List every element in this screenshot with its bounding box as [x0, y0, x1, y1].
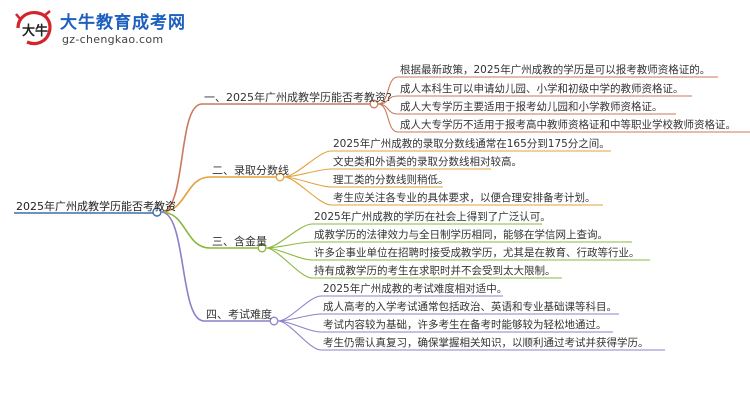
leaf-3-2: 成教学历的法律效力与全日制学历相同，能够在学信网上查询。 — [314, 229, 608, 241]
leaf-3-4: 持有成教学历的考生在求职时并不会受到太大限制。 — [314, 265, 556, 277]
leaf-1-4: 成人大专学历不适用于报考高中教师资格证和中等职业学校教师资格证。 — [400, 119, 736, 131]
branch-2-node-dot — [275, 172, 285, 182]
branch-4-node-dot — [269, 316, 279, 326]
leaf-4-3: 考试内容较为基础，许多考生在备考时能够较为轻松地通过。 — [323, 319, 607, 331]
branch-3-label: 三、含金量 — [212, 235, 267, 248]
connector-branch-1-leaf-1 — [377, 76, 399, 105]
connector-branch-1-leaf-3 — [377, 103, 399, 115]
connector-branch-3-leaf-1 — [265, 223, 313, 249]
branch-1-node-dot — [369, 99, 379, 109]
connector-root-branch-3 — [160, 211, 211, 249]
root-node-label: 2025年广州成教学历能否考教资 — [16, 200, 176, 213]
leaf-3-3: 许多企事业单位在招聘时接受成教学历，尤其是在教育、行政等行业。 — [314, 247, 640, 259]
connector-branch-3-leaf-4 — [265, 247, 313, 279]
branch-4-label: 四、考试难度 — [206, 308, 272, 321]
leaf-1-3: 成人大专学历主要适用于报考幼儿园和小学教师资格证。 — [400, 101, 663, 113]
site-logo[interactable]: 大牛 大牛教育成考网 gz-chengkao.com — [6, 6, 216, 50]
connector-root-branch-4 — [160, 211, 205, 322]
leaf-4-4: 考生仍需认真复习，确保掌握相关知识，以顺利通过考试并获得学历。 — [323, 337, 649, 349]
connector-branch-3-leaf-2 — [265, 241, 313, 249]
logo-mark-text: 大牛 — [22, 23, 48, 39]
connector-root-branch-1 — [160, 103, 203, 213]
leaf-4-2: 成人高考的入学考试通常包括政治、英语和专业基础课等科目。 — [323, 301, 617, 313]
connector-branch-2-leaf-2 — [283, 168, 332, 178]
connector-root-branch-2 — [160, 176, 211, 213]
bull-logo-icon: 大牛 — [15, 10, 52, 46]
logo-title: 大牛教育成考网 — [60, 13, 186, 33]
connector-branch-1-leaf-4 — [377, 103, 399, 133]
leaf-3-1: 2025年广州成教的学历在社会上得到了广泛认可。 — [314, 211, 551, 223]
connector-branch-2-leaf-3 — [283, 176, 332, 188]
connector-branch-4-leaf-4 — [277, 320, 322, 351]
leaf-2-1: 2025年广州成教的录取分数线通常在165分到175分之间。 — [333, 138, 610, 150]
leaf-4-1: 2025年广州成教的考试难度相对适中。 — [323, 283, 508, 295]
branch-3-node-dot — [257, 243, 267, 253]
leaf-2-3: 理工类的分数线则稍低。 — [333, 174, 449, 186]
connector-branch-4-leaf-2 — [277, 313, 322, 322]
leaf-2-2: 文史类和外语类的录取分数线相对较高。 — [333, 156, 522, 168]
leaf-2-4: 考生应关注各专业的具体要求，以便合理安排备考计划。 — [333, 192, 596, 204]
branch-2-label: 二、录取分数线 — [212, 164, 289, 177]
leaf-1-2: 成人本科生可以申请幼儿园、小学和初级中学的教师资格证。 — [400, 83, 684, 95]
connector-branch-2-leaf-4 — [283, 176, 332, 206]
leaf-1-1: 根据最新政策，2025年广州成教的学历是可以报考教师资格证的。 — [400, 64, 711, 76]
branch-1-label: 一、2025年广州成教学历能否考教资? — [204, 91, 392, 104]
logo-url: gz-chengkao.com — [62, 33, 164, 46]
